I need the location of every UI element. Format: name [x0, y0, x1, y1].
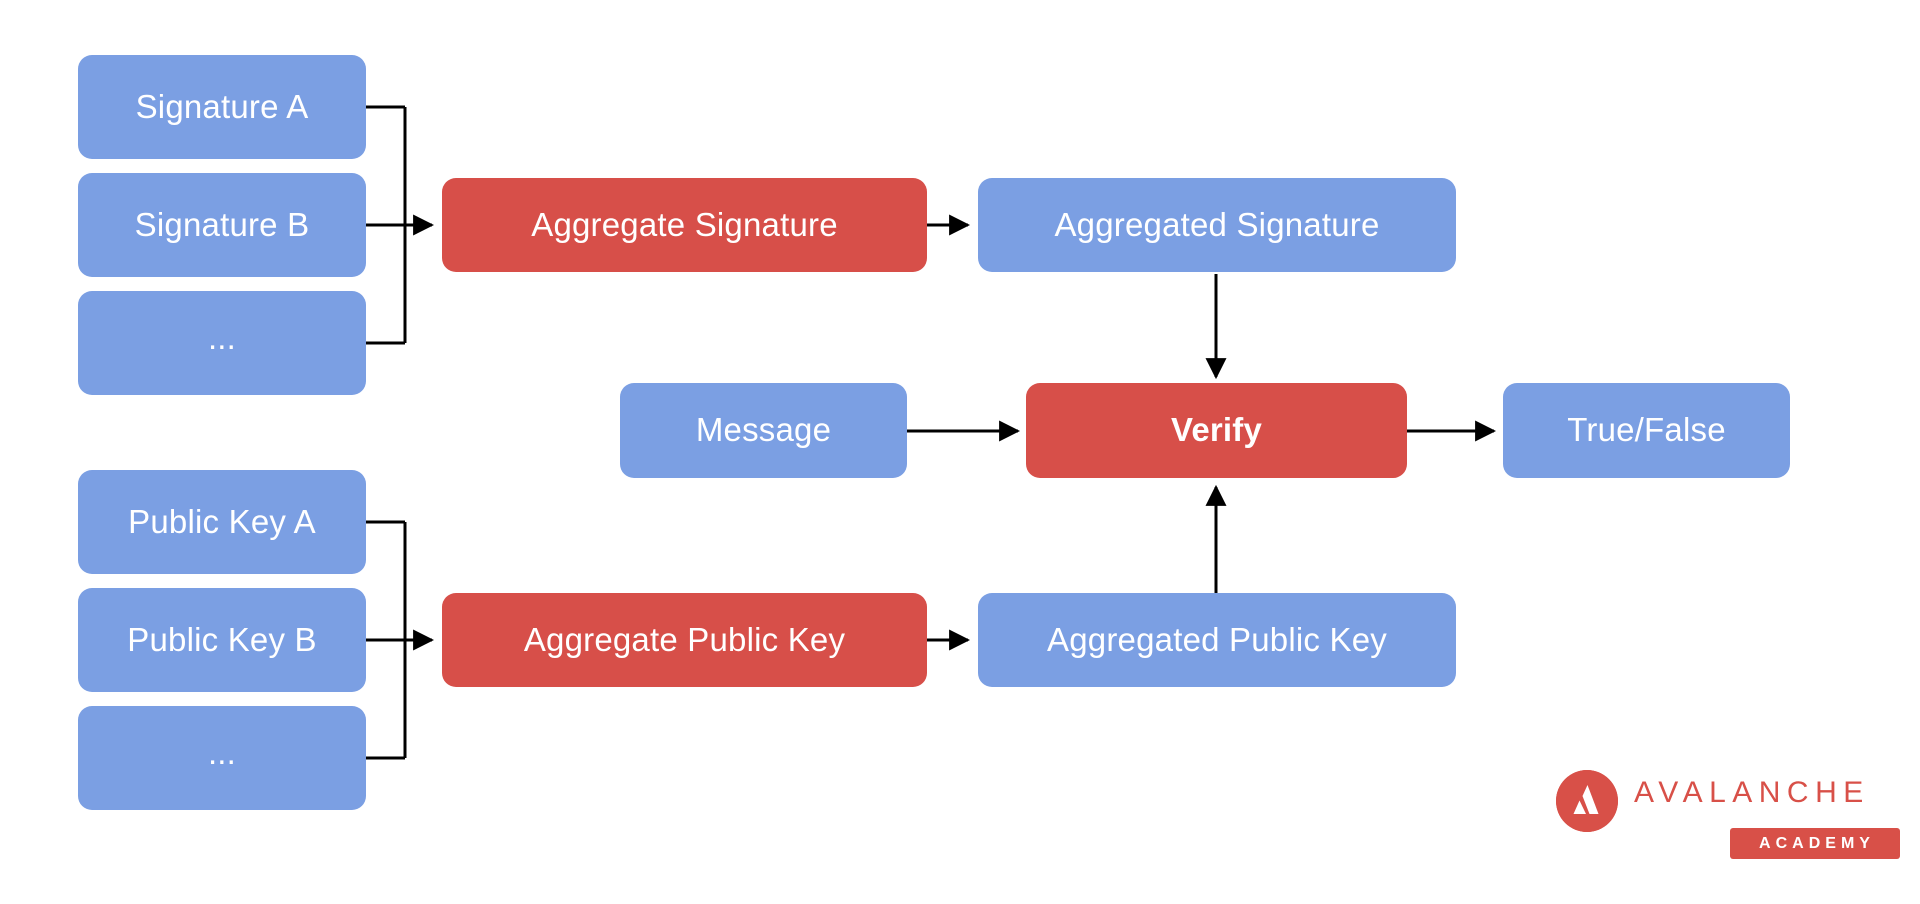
edge-signatures-to-aggregate-signature: [366, 105, 435, 345]
node-public-key-a[interactable]: Public Key A: [78, 470, 366, 574]
avalanche-wordmark: AVALANCHE: [1634, 776, 1870, 809]
node-public-key-b[interactable]: Public Key B: [78, 588, 366, 692]
academy-badge-label: ACADEMY: [1759, 834, 1875, 852]
avalanche-logo-icon: [1556, 770, 1618, 832]
node-aggregate-signature[interactable]: Aggregate Signature: [442, 178, 927, 272]
node-signature-a[interactable]: Signature A: [78, 55, 366, 159]
node-aggregated-signature[interactable]: Aggregated Signature: [978, 178, 1456, 272]
node-aggregate-public-key[interactable]: Aggregate Public Key: [442, 593, 927, 687]
node-signature-b[interactable]: Signature B: [78, 173, 366, 277]
avalanche-academy-logo: AVALANCHE ACADEMY: [1556, 770, 1904, 870]
node-message[interactable]: Message: [620, 383, 907, 478]
node-verify[interactable]: Verify: [1026, 383, 1407, 478]
node-true-false[interactable]: True/False: [1503, 383, 1790, 478]
node-public-key-more[interactable]: ...: [78, 706, 366, 810]
edge-public-keys-to-aggregate-public-key: [366, 520, 435, 760]
academy-badge: ACADEMY: [1730, 828, 1900, 859]
node-aggregated-public-key[interactable]: Aggregated Public Key: [978, 593, 1456, 687]
node-signature-more[interactable]: ...: [78, 291, 366, 395]
